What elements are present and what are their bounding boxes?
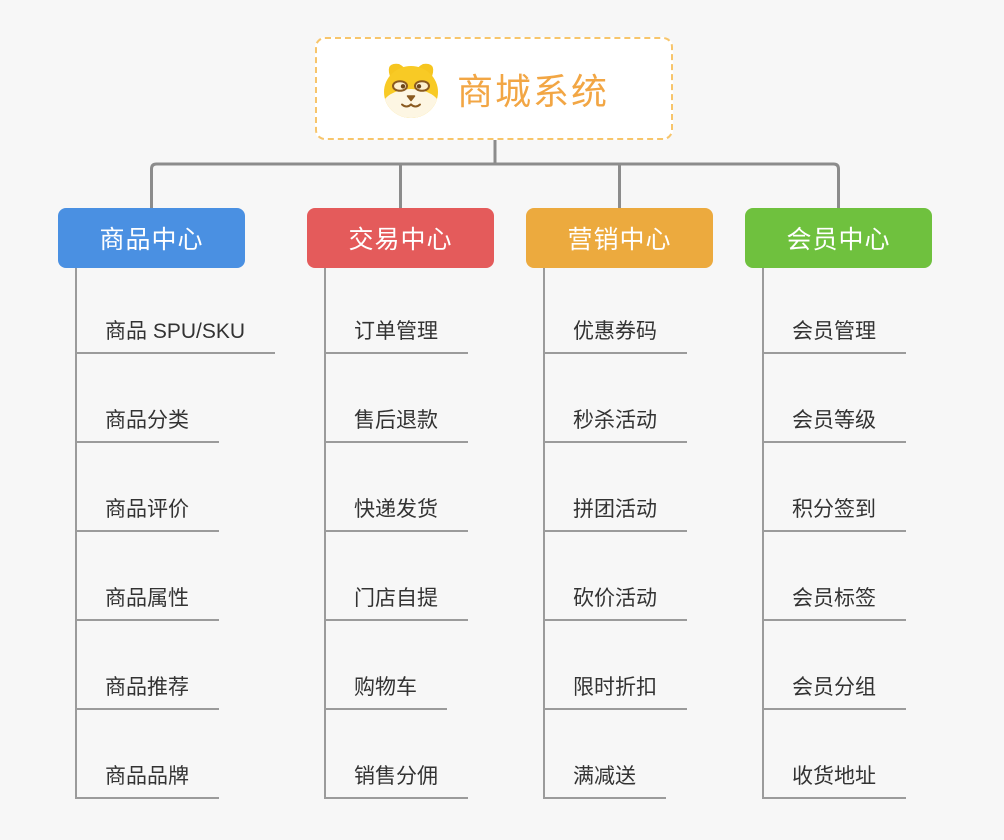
- child-topic[interactable]: 会员分组: [764, 621, 906, 710]
- child-topic-label: 会员等级: [792, 409, 876, 432]
- child-topic[interactable]: 会员等级: [764, 354, 906, 443]
- child-topic-label: 门店自提: [354, 587, 438, 610]
- branch-topic-marketing-center[interactable]: 营销中心: [526, 208, 713, 268]
- child-topic-label: 订单管理: [354, 320, 438, 343]
- child-topic[interactable]: 订单管理: [326, 268, 468, 354]
- child-topic-label: 优惠券码: [573, 320, 657, 343]
- child-topic-label: 商品品牌: [105, 765, 189, 788]
- child-topic-label: 会员标签: [792, 587, 876, 610]
- child-topic[interactable]: 商品推荐: [77, 621, 219, 710]
- child-topic[interactable]: 收货地址: [764, 710, 906, 799]
- child-topic-label: 商品 SPU/SKU: [105, 320, 246, 343]
- child-topic-label: 满减送: [573, 765, 636, 788]
- root-to-branches-connector: [150, 140, 840, 208]
- child-topic[interactable]: 砍价活动: [545, 532, 687, 621]
- child-topic[interactable]: 商品属性: [77, 532, 219, 621]
- branch-column-marketing-center: 营销中心 优惠券码 秒杀活动 拼团活动 砍价活动 限时折扣 满减送: [526, 208, 726, 799]
- child-topic-label: 积分签到: [792, 498, 876, 521]
- child-topic[interactable]: 快递发货: [326, 443, 468, 532]
- child-topic[interactable]: 积分签到: [764, 443, 906, 532]
- child-topic-label: 秒杀活动: [573, 409, 657, 432]
- child-topic-label: 会员分组: [792, 676, 876, 699]
- child-topic-label: 商品属性: [105, 587, 189, 610]
- child-topic[interactable]: 商品评价: [77, 443, 219, 532]
- shiba-dog-icon: [383, 63, 438, 118]
- branch-children-marketing-center: 优惠券码 秒杀活动 拼团活动 砍价活动 限时折扣 满减送: [543, 268, 687, 799]
- root-topic-title: 商城系统: [456, 70, 609, 112]
- child-topic-label: 快递发货: [354, 498, 438, 521]
- child-topic[interactable]: 限时折扣: [545, 621, 687, 710]
- child-topic-label: 会员管理: [792, 320, 876, 343]
- child-topic-label: 砍价活动: [573, 587, 657, 610]
- child-topic[interactable]: 秒杀活动: [545, 354, 687, 443]
- child-topic[interactable]: 会员标签: [764, 532, 906, 621]
- child-topic[interactable]: 满减送: [545, 710, 666, 799]
- branch-topic-product-center[interactable]: 商品中心: [58, 208, 245, 268]
- child-topic-label: 商品评价: [105, 498, 189, 521]
- child-topic[interactable]: 商品分类: [77, 354, 219, 443]
- child-topic[interactable]: 会员管理: [764, 268, 906, 354]
- branch-topic-member-center[interactable]: 会员中心: [745, 208, 932, 268]
- branch-topic-trade-center[interactable]: 交易中心: [307, 208, 494, 268]
- child-topic[interactable]: 优惠券码: [545, 268, 687, 354]
- branch-column-trade-center: 交易中心 订单管理 售后退款 快递发货 门店自提 购物车 销售分佣: [307, 208, 507, 799]
- branch-children-member-center: 会员管理 会员等级 积分签到 会员标签 会员分组 收货地址: [762, 268, 906, 799]
- root-topic[interactable]: 商城系统: [315, 37, 673, 140]
- branch-column-member-center: 会员中心 会员管理 会员等级 积分签到 会员标签 会员分组 收货地址: [745, 208, 945, 799]
- child-topic-label: 收货地址: [792, 765, 876, 788]
- child-topic-label: 购物车: [354, 676, 417, 699]
- child-topic-label: 售后退款: [354, 409, 438, 432]
- child-topic-label: 限时折扣: [573, 676, 657, 699]
- child-topic[interactable]: 门店自提: [326, 532, 468, 621]
- child-topic[interactable]: 销售分佣: [326, 710, 468, 799]
- child-topic-label: 拼团活动: [573, 498, 657, 521]
- child-topic-label: 销售分佣: [354, 765, 438, 788]
- child-topic[interactable]: 售后退款: [326, 354, 468, 443]
- child-topic[interactable]: 商品 SPU/SKU: [77, 268, 276, 354]
- child-topic[interactable]: 购物车: [326, 621, 447, 710]
- branch-column-product-center: 商品中心 商品 SPU/SKU 商品分类 商品评价 商品属性 商品推荐 商品品牌: [58, 208, 276, 799]
- child-topic-label: 商品推荐: [105, 676, 189, 699]
- child-topic-label: 商品分类: [105, 409, 189, 432]
- child-topic[interactable]: 商品品牌: [77, 710, 219, 799]
- branch-children-trade-center: 订单管理 售后退款 快递发货 门店自提 购物车 销售分佣: [324, 268, 468, 799]
- branch-children-product-center: 商品 SPU/SKU 商品分类 商品评价 商品属性 商品推荐 商品品牌: [75, 268, 276, 799]
- child-topic[interactable]: 拼团活动: [545, 443, 687, 532]
